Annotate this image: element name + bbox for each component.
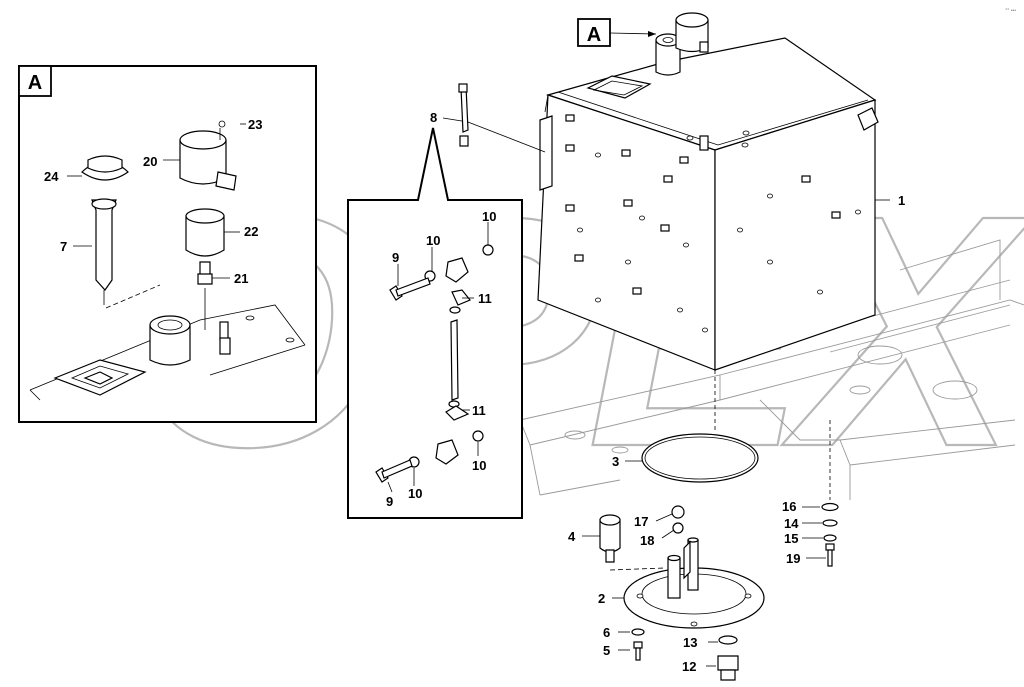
callout-18: 18 [640,533,654,548]
inset-a-tag: A [28,72,42,94]
vent-tube-detail: 10 10 9 11 11 10 10 9 [347,127,523,519]
callout-16: 16 [782,499,796,514]
callout-24: 24 [44,169,59,184]
callout-10-top: 10 [482,209,496,224]
callout-10-upper: 10 [426,233,440,248]
callout-5: 5 [603,643,610,658]
bolt-5-washer-6: 6 5 [603,625,645,661]
sender-unit: 2 [598,537,765,629]
callout-3: 3 [612,454,619,469]
float: 4 [568,514,621,563]
callout-4: 4 [568,529,576,544]
mount-hardware: 16 14 15 19 [782,420,839,567]
callout-23: 23 [248,117,262,132]
callout-15: 15 [784,531,798,546]
callout-1: 1 [898,193,905,208]
callout-11-upper: 11 [478,291,492,306]
callout-13: 13 [683,635,697,650]
callout-9-upper: 9 [392,250,399,265]
detail-a-tag: A [587,24,601,46]
callout-22: 22 [244,224,258,239]
gasket: 3 [612,370,759,483]
callout-2: 2 [598,591,605,606]
fuel-tank [537,12,879,371]
detail-a-marker: A [577,18,657,47]
drain-plug: 13 12 [682,635,739,681]
callout-9-lower: 9 [386,494,393,509]
callout-19: 19 [786,551,800,566]
callout-11-lower: 11 [472,403,486,418]
fitting-17-18: 17 18 [634,505,685,548]
callout-10-right: 10 [472,458,486,473]
tank-bolts-left [565,114,708,333]
callout-17: 17 [634,514,648,529]
callout-14: 14 [784,516,799,531]
filler-neck [655,12,709,76]
vent-rod [458,83,469,147]
callout-10-lower: 10 [408,486,422,501]
callout-20: 20 [143,154,157,169]
tank-bolts-right [737,175,861,295]
corner-mark: °° ••• [1005,8,1016,14]
callout-7: 7 [60,239,67,254]
callout-12: 12 [682,659,696,674]
callout-21: 21 [234,271,248,286]
chassis-frame [519,239,1024,500]
callout-8: 8 [430,110,437,125]
detail-inset-a: A [18,65,317,423]
callout-6: 6 [603,625,610,640]
